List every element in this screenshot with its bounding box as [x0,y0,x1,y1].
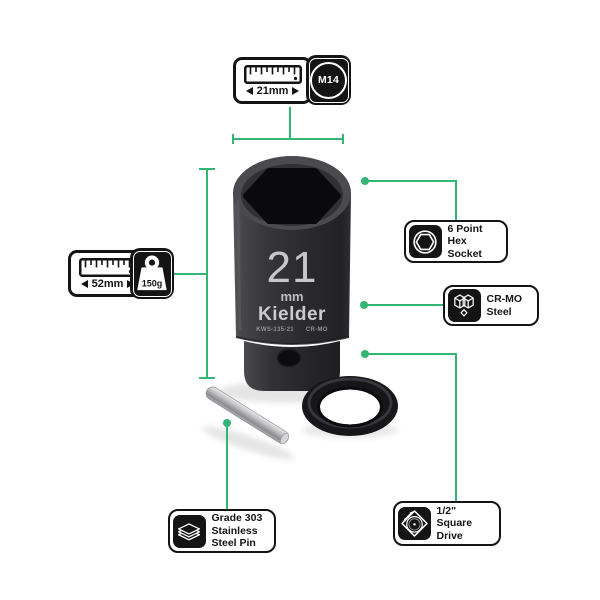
pin-line-1: Grade 303 [211,512,263,525]
m14-badge: M14 [306,55,351,105]
drive-line-2: Square [436,517,473,530]
hex-socket-badge [408,225,442,258]
callout-crmo-steel: CR-MO Steel [443,285,539,326]
ruler-icon [78,257,137,277]
weight-badge: 150g [130,248,174,299]
crmo-line-2: Steel [486,305,512,318]
m14-label: M14 [317,74,340,86]
connector-dot-material [360,301,368,309]
callout-stainless-pin: Grade 303 Stainless Steel Pin [168,509,276,553]
layers-icon [177,523,201,541]
width-value: 21mm [256,84,289,97]
callout-width-dimension: 21mm [233,57,312,104]
connector-width [232,107,344,144]
steel-pin [205,386,290,445]
crmo-line-1: CR-MO [486,293,523,305]
pin-hole [276,348,302,368]
hex-opening [243,168,341,224]
connector-hex [365,180,457,220]
connector-drive [365,353,457,501]
drive-line-3: Drive [436,529,463,542]
connector-dot-drive [361,350,369,358]
weight-icon: 150g [137,255,167,291]
hex-line-1: 6 Point [447,222,483,235]
pin-badge [172,514,206,548]
weight-value: 150g [142,278,163,288]
m14-ring-icon: M14 [310,61,347,99]
callout-hex-socket: 6 Point Hex Socket [404,220,508,263]
hex-socket-icon [413,229,437,254]
arrow-left-icon [80,279,88,288]
square-drive-badge [397,507,431,540]
impact-socket [233,156,351,391]
callout-square-drive: 1/2" Square Drive [393,501,501,546]
pin-line-2: Stainless [211,524,258,537]
connector-dot-hex [361,177,369,185]
arrow-left-icon [245,86,253,95]
connector-length [173,168,215,379]
callout-connectors [173,107,457,509]
crmo-crystal-icon [454,294,474,317]
drive-line-1: 1/2" [436,504,457,517]
square-drive-icon [400,510,428,537]
length-value: 52mm [91,277,124,290]
ruler-icon [243,64,302,84]
crmo-badge [447,289,481,322]
pin-line-3: Steel Pin [211,537,256,550]
hex-line-3: Socket [447,247,482,260]
arrow-right-icon [292,86,300,95]
hex-line-2: Hex [447,235,467,248]
connector-dot-pin [223,419,231,427]
o-ring [302,376,398,436]
